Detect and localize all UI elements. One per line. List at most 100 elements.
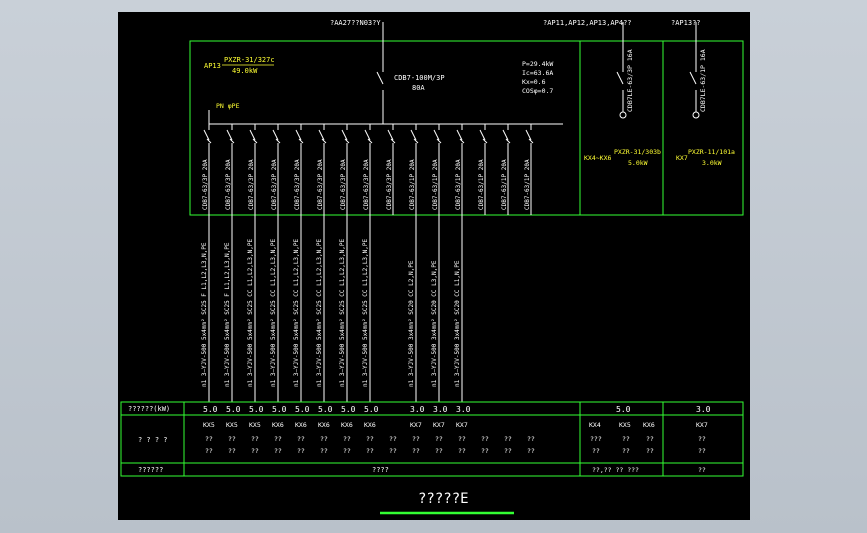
feeder-cable-label-0: n1 3—YJV-500 5x4mm² SC25 F L1,L2,L3,N,PE bbox=[201, 242, 208, 387]
feeder-cable-label-11: n1 3—YJV-500 3x4mm² SC20 CC L1,N,PE bbox=[454, 260, 461, 387]
table-note-row2-10: ?? bbox=[435, 447, 443, 455]
table-note-row1-1: ?? bbox=[228, 435, 236, 443]
table-right-power-b: 3.0 bbox=[696, 405, 711, 414]
feeder-breaker-mark-0 bbox=[206, 138, 212, 144]
feeder-breaker-blade-13 bbox=[502, 129, 509, 141]
table-note-row2-8: ?? bbox=[389, 447, 397, 455]
feeder-breaker-label-2: CDB7-63/3P 20A bbox=[248, 159, 255, 210]
feeder-breaker-blade-2 bbox=[249, 129, 256, 141]
table-power-0: 5.0 bbox=[203, 405, 218, 414]
table-power-9: 3.0 bbox=[410, 405, 425, 414]
feeder-breaker-mark-11 bbox=[459, 138, 465, 144]
feeder-breaker-blade-1 bbox=[226, 129, 233, 141]
table-row3-right-a: ??,?? ?? ??? bbox=[592, 466, 639, 474]
feeder-breaker-mark-5 bbox=[321, 138, 327, 144]
feeder-breaker-mark-14 bbox=[528, 138, 534, 144]
feeder-breaker-label-0: CDB7-63/3P 20A bbox=[202, 159, 209, 210]
feeder-source-label: ?AP11,AP12,AP13,AP4?? bbox=[543, 19, 632, 27]
table-note-row2-2: ?? bbox=[251, 447, 259, 455]
table-kx-code-0: KX5 bbox=[203, 421, 215, 429]
feeder-breaker-blade-6 bbox=[341, 129, 348, 141]
table-kx-code-3: KX6 bbox=[272, 421, 284, 429]
right-breaker-b: CDB7LE-63/1P 16A bbox=[699, 49, 707, 112]
table-right-note1-3: ?? bbox=[698, 435, 706, 443]
main-breaker-model: CDB7-100M/3P bbox=[394, 74, 445, 82]
right-feeder-b-terminal bbox=[692, 111, 700, 119]
feeder-cable-label-1: n1 3—YJV-500 5x4mm² SC25 F L1,L2,L3,N,PE bbox=[224, 242, 231, 387]
table-kx-code-10: KX7 bbox=[433, 421, 445, 429]
cad-viewport[interactable]: ?AA27??N03?Y ?AP11,AP12,AP13,AP4?? ?AP13… bbox=[118, 12, 750, 520]
table-note-row2-1: ?? bbox=[228, 447, 236, 455]
feeder-breaker-blade-3 bbox=[272, 129, 279, 141]
table-row1-header: ??????(kW) bbox=[128, 405, 170, 413]
feeder-breaker-mark-9 bbox=[413, 138, 419, 144]
feeder-breaker-blade-0 bbox=[203, 129, 210, 141]
feeder-cable-label-6: n1 3—YJV-500 5x4mm² SC25 CC L1,L2,L3,N,P… bbox=[339, 239, 346, 387]
feeder-cable-label-4: n1 3—YJV-500 5x4mm² SC25 CC L1,L2,L3,N,P… bbox=[293, 239, 300, 387]
right-panel-b-power: 3.0kW bbox=[702, 159, 722, 167]
table-note-row1-2: ?? bbox=[251, 435, 259, 443]
feeder-breaker-mark-3 bbox=[275, 138, 281, 144]
right-feeder-a-blade bbox=[616, 71, 624, 85]
table-note-row1-10: ?? bbox=[435, 435, 443, 443]
table-row3-main: ???? bbox=[372, 466, 389, 474]
right-feeder-b-blade bbox=[689, 71, 697, 85]
table-kx-code-7: KX6 bbox=[364, 421, 376, 429]
right-feeder-a-terminal bbox=[619, 111, 627, 119]
table-note-row1-6: ?? bbox=[343, 435, 351, 443]
table-right-note2-3: ?? bbox=[698, 447, 706, 455]
table-right-note2-2: ?? bbox=[646, 447, 654, 455]
main-breaker-rating: 80A bbox=[412, 84, 425, 92]
feeder-breaker-mark-6 bbox=[344, 138, 350, 144]
calc-cos: COSφ=0.7 bbox=[522, 87, 553, 95]
feeder-breaker-label-7: CDB7-63/3P 20A bbox=[363, 159, 370, 210]
feeder-breaker-mark-1 bbox=[229, 138, 235, 144]
table-power-7: 5.0 bbox=[364, 405, 379, 414]
table-note-row2-12: ?? bbox=[481, 447, 489, 455]
feeder-breaker-mark-2 bbox=[252, 138, 258, 144]
bus-label: PN φPE bbox=[216, 102, 240, 110]
table-note-row2-14: ?? bbox=[527, 447, 535, 455]
main-panel-frame bbox=[189, 40, 744, 216]
table-note-row2-11: ?? bbox=[458, 447, 466, 455]
table-note-row2-7: ?? bbox=[366, 447, 374, 455]
table-kx-code-1: KX5 bbox=[226, 421, 238, 429]
table-note-row1-13: ?? bbox=[504, 435, 512, 443]
drawing-title: ?????E bbox=[418, 491, 469, 507]
table-row3-header: ?????? bbox=[138, 466, 163, 474]
feeder-breaker-mark-4 bbox=[298, 138, 304, 144]
feeder-breaker-blade-4 bbox=[295, 129, 302, 141]
table-note-row1-7: ?? bbox=[366, 435, 374, 443]
table-row3-right-b: ?? bbox=[698, 466, 706, 474]
table-power-3: 5.0 bbox=[272, 405, 287, 414]
feeder-breaker-label-6: CDB7-63/3P 20A bbox=[340, 159, 347, 210]
right-panel-a-model: PXZR-31/303b bbox=[614, 148, 661, 156]
feeder-group: CDB7-63/3P 20A n1 3—YJV-500 5x4mm² SC25 F… bbox=[201, 124, 535, 455]
feeder-cable-label-9: n1 3—YJV-500 3x4mm² SC20 CC L2,N,PE bbox=[408, 260, 415, 387]
table-note-row1-0: ?? bbox=[205, 435, 213, 443]
table-right-power-a: 5.0 bbox=[616, 405, 631, 414]
feeder-breaker-label-3: CDB7-63/3P 20A bbox=[271, 159, 278, 210]
table-right-note1-2: ?? bbox=[646, 435, 654, 443]
table-power-5: 5.0 bbox=[318, 405, 333, 414]
feeder-breaker-mark-12 bbox=[482, 138, 488, 144]
feeder-breaker-blade-7 bbox=[364, 129, 371, 141]
right-breaker-a: CDB7LE-63/3P 16A bbox=[626, 49, 634, 112]
right-panel-b-model: PXZR-11/101a bbox=[688, 148, 735, 156]
table-right-note1-0: ??? bbox=[590, 435, 602, 443]
main-breaker-blade bbox=[376, 71, 384, 85]
calc-ic: Ic=63.6A bbox=[522, 69, 553, 77]
table-right-code-2: KX6 bbox=[643, 421, 655, 429]
panel-power: 49.0kW bbox=[232, 67, 258, 75]
feeder-cable-label-10: n1 3—YJV-500 3x4mm² SC20 CC L3,N,PE bbox=[431, 260, 438, 387]
electrical-schematic: ?AA27??N03?Y ?AP11,AP12,AP13,AP4?? ?AP13… bbox=[120, 19, 744, 515]
table-power-10: 3.0 bbox=[433, 405, 448, 414]
table-note-row1-11: ?? bbox=[458, 435, 466, 443]
feeder-breaker-blade-5 bbox=[318, 129, 325, 141]
table-note-row1-3: ?? bbox=[274, 435, 282, 443]
calc-kx: Kx=0.6 bbox=[522, 78, 546, 86]
table-power-6: 5.0 bbox=[341, 405, 356, 414]
feeder-breaker-label-11: CDB7-63/1P 20A bbox=[455, 159, 462, 210]
table-kx-code-2: KX5 bbox=[249, 421, 261, 429]
table-note-row2-3: ?? bbox=[274, 447, 282, 455]
